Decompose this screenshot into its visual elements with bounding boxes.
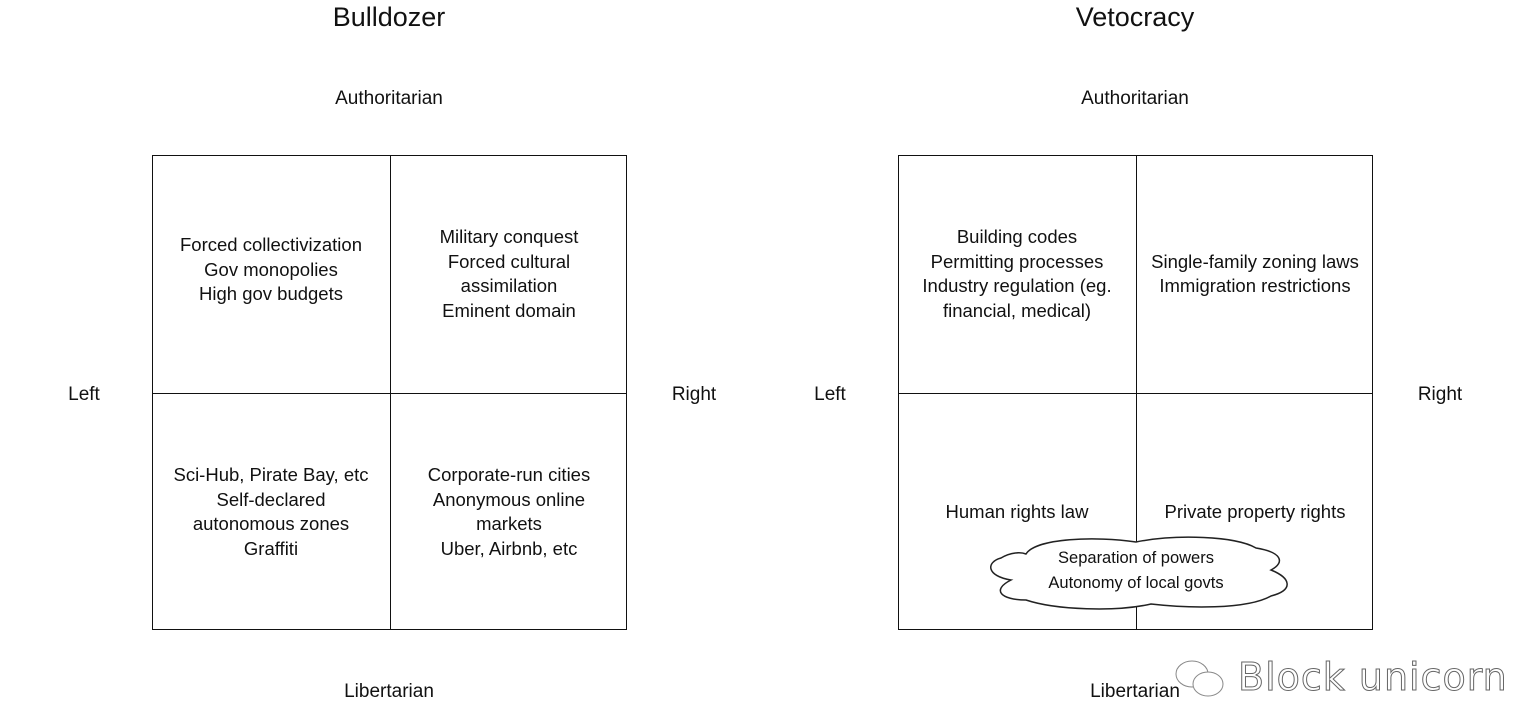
cloud-label: Separation of powers Autonomy of local g… [1048,549,1224,592]
watermark: Block unicorn [1238,655,1508,700]
vertical-divider [1136,156,1137,629]
cloud-shape [990,536,1288,610]
horizontal-divider [899,393,1372,394]
bulldozer-quadrant-bottom-right: Corporate-run cities Anonymous online ma… [427,464,591,559]
bulldozer-left-label: Left [68,384,100,405]
vetocracy-quadrant-bottom-right: Private property rights [1164,500,1346,522]
vetocracy-quadrant-top-left: Building codes Permitting processes Indu… [922,226,1112,321]
vetocracy-title: Vetocracy [1075,2,1195,32]
vetocracy-libertarian-label: Libertarian [1090,681,1180,702]
bulldozer-grid: Forced collectivization Gov monopolies H… [152,155,627,630]
vetocracy-grid: Building codes Permitting processes Indu… [898,155,1373,630]
vetocracy-quadrant-top-right: Single-family zoning laws Immigration re… [1151,250,1359,297]
bulldozer-right-label: Right [671,384,717,405]
horizontal-divider [153,393,626,394]
vetocracy-authoritarian-label: Authoritarian [1081,88,1189,109]
vetocracy-right-label: Right [1417,384,1463,405]
bulldozer-title: Bulldozer [332,2,446,32]
chat-bubbles-icon [1175,660,1224,697]
bulldozer-libertarian-label: Libertarian [344,681,434,702]
bulldozer-quadrant-top-left: Forced collectivization Gov monopolies H… [180,234,362,305]
vertical-divider [390,156,391,629]
vetocracy-left-label: Left [814,384,846,405]
vetocracy-quadrant-bottom-left: Human rights law [945,500,1089,522]
bulldozer-authoritarian-label: Authoritarian [335,88,443,109]
bulldozer-quadrant-bottom-left: Sci-Hub, Pirate Bay, etc Self-declared a… [173,464,369,559]
bulldozer-quadrant-top-right: Military conquest Forced cultural assimi… [439,226,579,321]
